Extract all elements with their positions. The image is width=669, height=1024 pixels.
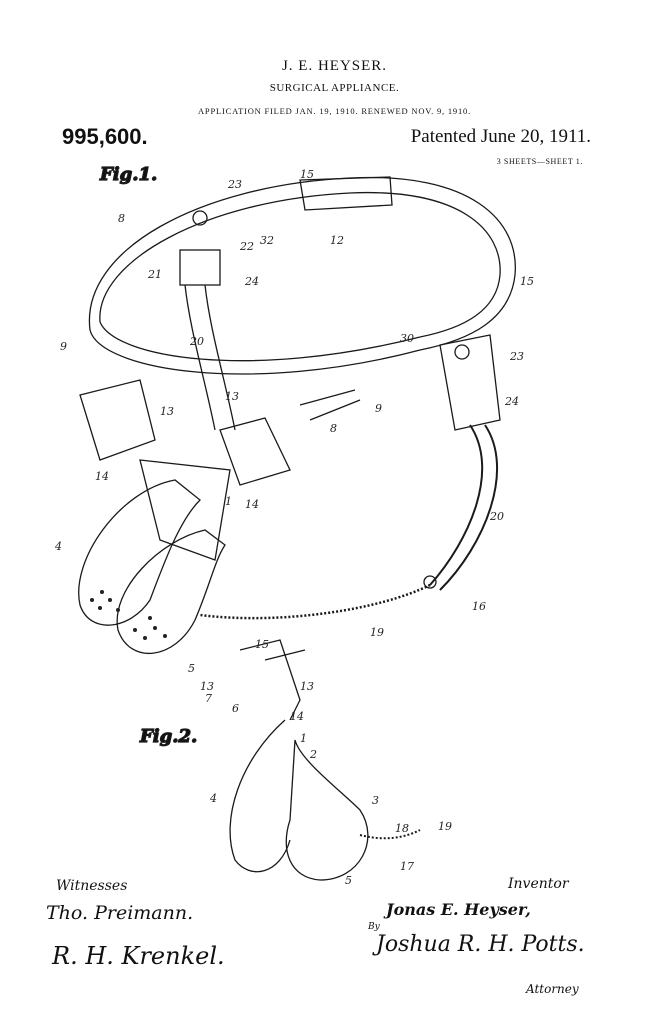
reference-numeral: 23 xyxy=(227,178,242,191)
reference-numeral: 5 xyxy=(188,662,195,675)
reference-numeral: 7 xyxy=(205,692,212,705)
reference-numeral: 22 xyxy=(239,240,254,253)
reference-numeral: 5 xyxy=(345,874,352,887)
inventor-name: J. E. HEYSER. xyxy=(281,58,388,74)
attorney-label: Attorney xyxy=(526,982,579,996)
reference-numeral: 9 xyxy=(375,402,382,415)
reference-numeral: 30 xyxy=(400,332,414,345)
reference-numeral: 13 xyxy=(200,680,214,693)
witness-1-signature: Tho. Preimann. xyxy=(46,902,194,924)
front-straps xyxy=(79,379,361,561)
fig2-label: Fig.2. xyxy=(139,726,197,747)
reference-numeral: 8 xyxy=(118,212,125,225)
reference-numeral: 6 xyxy=(232,702,239,715)
reference-numeral: 18 xyxy=(395,822,409,835)
attorney-signature: Joshua R. H. Potts. xyxy=(376,932,585,957)
inventor-signature: Jonas E. Heyser, xyxy=(386,900,531,919)
inventor-label: Inventor xyxy=(508,876,569,892)
reference-numeral: 23 xyxy=(509,350,524,363)
reference-numeral: 14 xyxy=(95,470,109,483)
reference-numeral: 2 xyxy=(309,748,317,761)
reference-numeral: 4 xyxy=(54,540,62,553)
reference-numeral: 24 xyxy=(504,395,519,408)
fig2-drawing xyxy=(229,639,421,881)
reference-numeral: 20 xyxy=(489,510,504,523)
patent-number: 995,600. xyxy=(62,124,148,149)
reference-numeral: 16 xyxy=(472,600,486,613)
reference-numeral: 3 xyxy=(372,794,379,807)
reference-numeral: 1 xyxy=(225,495,232,508)
reference-numeral: 17 xyxy=(400,860,414,873)
reference-numeral: 14 xyxy=(290,710,304,723)
reference-numeral: 24 xyxy=(244,275,259,288)
reference-numeral: 21 xyxy=(147,268,162,281)
reference-numeral: 15 xyxy=(300,168,314,181)
reference-numeral: 1 xyxy=(300,732,307,745)
reference-numeral: 13 xyxy=(225,390,239,403)
reference-numeral: 19 xyxy=(438,820,452,833)
side-pad xyxy=(199,334,501,620)
witnesses-label: Witnesses xyxy=(56,878,128,894)
pouches xyxy=(78,479,226,654)
belt-buckle-pad xyxy=(299,176,393,211)
reference-numeral: 12 xyxy=(330,234,344,247)
reference-numeral: 19 xyxy=(370,626,384,639)
patent-title: SURGICAL APPLIANCE. xyxy=(269,82,400,94)
reference-numeral: 32 xyxy=(260,234,274,247)
reference-numeral: 8 xyxy=(330,422,337,435)
witness-2-signature: R. H. Krenkel. xyxy=(52,942,225,970)
fig1-label: Fig.1. xyxy=(99,164,157,185)
reference-numeral: 13 xyxy=(160,405,174,418)
reference-numeral: 4 xyxy=(209,792,217,805)
reference-numeral: 14 xyxy=(245,498,259,511)
patented-date: Patented June 20, 1911. xyxy=(410,126,591,147)
reference-numeral: 9 xyxy=(60,340,67,353)
reference-numeral: 15 xyxy=(520,275,534,288)
perforations xyxy=(90,590,167,640)
reference-numeral: 20 xyxy=(189,335,204,348)
filing-info: APPLICATION FILED JAN. 19, 1910. RENEWED… xyxy=(197,106,471,116)
reference-numeral: 13 xyxy=(300,680,314,693)
reference-numeral: 15 xyxy=(255,638,269,651)
sheet-count: 3 SHEETS—SHEET 1. xyxy=(496,157,583,166)
by-label: By xyxy=(368,922,380,932)
belt xyxy=(88,176,516,431)
rear-buckle xyxy=(179,249,221,286)
